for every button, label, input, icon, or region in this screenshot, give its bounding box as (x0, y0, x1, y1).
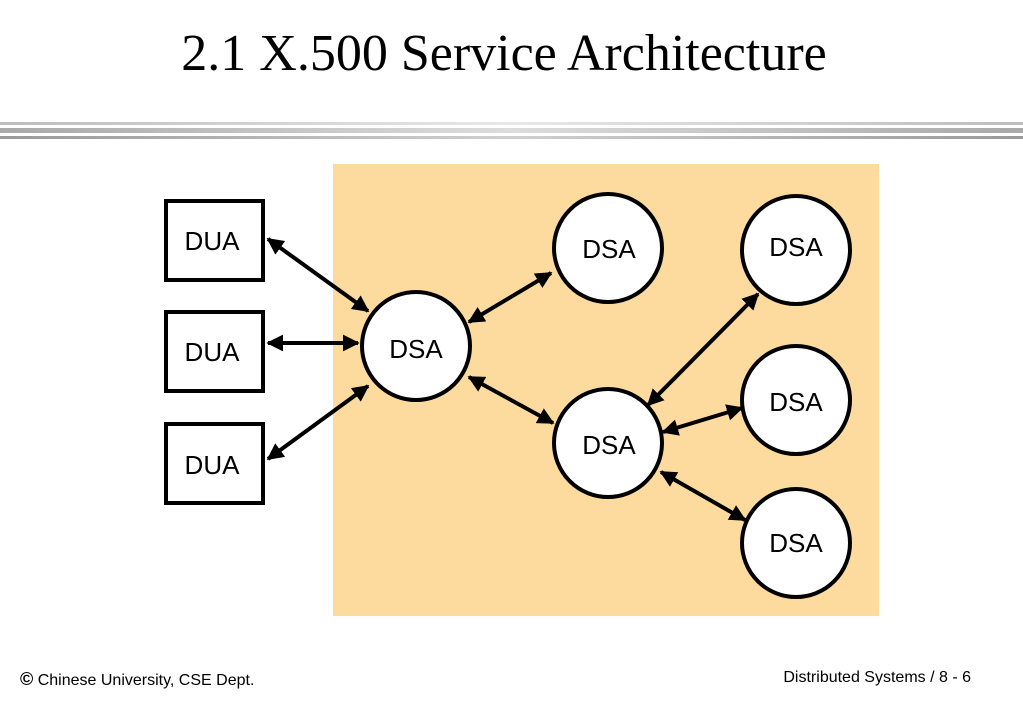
dsa-label: DSA (769, 528, 823, 558)
dsa-node-right-middle: DSA (740, 344, 852, 456)
link-dua3-dsa-hub (266, 384, 370, 461)
dsa-label: DSA (769, 387, 823, 417)
copyright-symbol: © (20, 669, 34, 689)
title-divider-line-2 (0, 128, 1023, 133)
title-divider-line-1 (0, 122, 1023, 125)
link-dsa-mid-dsa-right-middle (661, 404, 744, 436)
link-dua1-dsa-hub (266, 237, 370, 313)
footer-course-page: Distributed Systems / 8 - 6 (783, 669, 971, 686)
dua-node: DUA (164, 199, 265, 282)
dsa-label: DSA (582, 234, 636, 264)
footer-organization: Chinese University, CSE Dept. (37, 672, 255, 689)
dsa-node-right-bottom: DSA (740, 487, 852, 599)
dsa-node-top: DSA (552, 192, 664, 304)
dua-node: DUA (164, 422, 265, 505)
link-dsa-hub-dsa-mid (467, 375, 555, 425)
dsa-node-hub: DSA (360, 290, 472, 402)
dsa-node-right-top: DSA (740, 194, 852, 306)
link-dsa-hub-dsa-top (467, 271, 553, 324)
link-dsa-mid-dsa-right-bottom (659, 470, 747, 522)
dua-label: DUA (185, 337, 241, 367)
slide-title: 2.1 X.500 Service Architecture (181, 25, 827, 82)
footer-copyright: © Chinese University, CSE Dept. (20, 669, 254, 690)
dsa-label: DSA (582, 430, 636, 460)
title-divider-line-3 (0, 136, 1023, 139)
dua-node: DUA (164, 310, 265, 393)
dua-label: DUA (185, 226, 241, 256)
dsa-label: DSA (769, 232, 823, 262)
dua-label: DUA (185, 450, 241, 480)
dsa-node-mid: DSA (552, 387, 664, 499)
dsa-label: DSA (389, 334, 443, 364)
link-dsa-mid-dsa-right-top (646, 292, 760, 407)
